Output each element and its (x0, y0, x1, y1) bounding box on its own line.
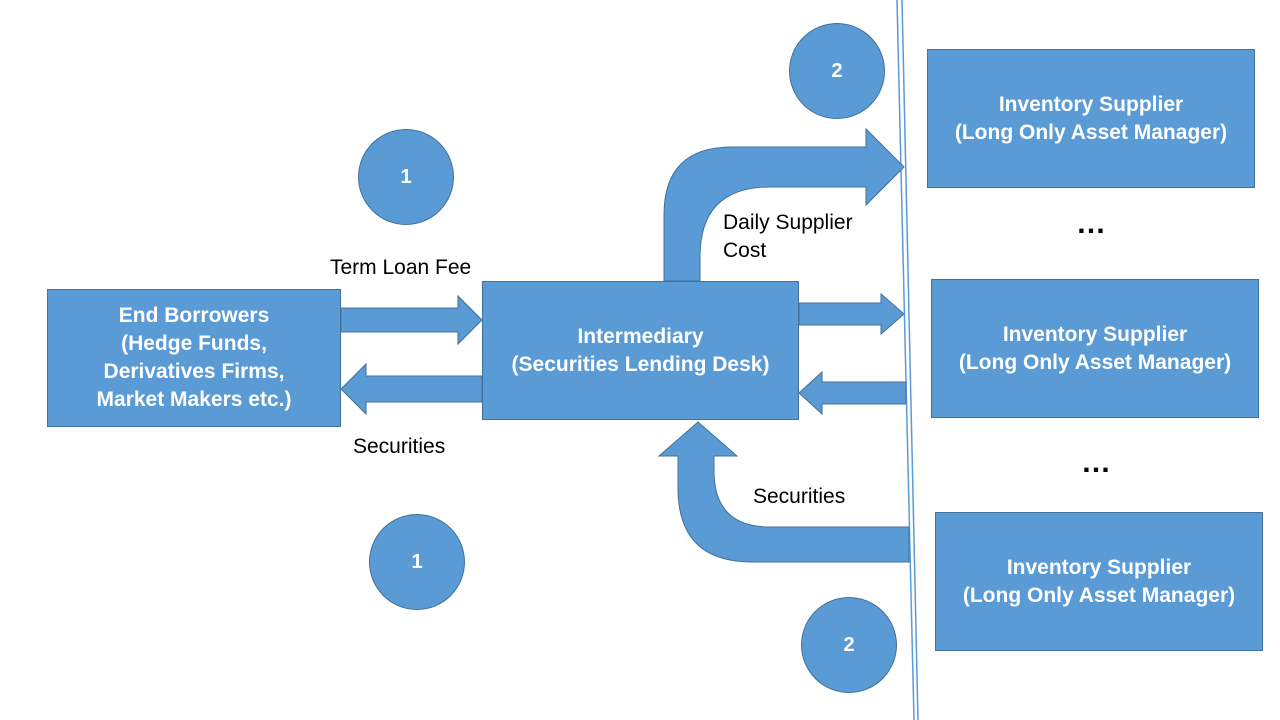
end-borrowers-box: End Borrowers (Hedge Funds, Derivatives … (47, 289, 341, 427)
securities-curved-arrow (657, 421, 910, 563)
intermediary-title: Intermediary (577, 324, 704, 348)
cost-to-supplier-arrow (798, 292, 905, 336)
divider-line (901, 0, 919, 720)
inventory-supplier-box: Inventory Supplier (Long Only Asset Mana… (935, 512, 1263, 651)
step-one-circle: 1 (369, 514, 465, 610)
step-one-circle: 1 (358, 129, 454, 225)
ellipsis-mark: … (1076, 207, 1108, 240)
daily-supplier-cost-label: Cost (723, 239, 767, 262)
end-borrowers-line: (Hedge Funds, (121, 332, 267, 355)
daily-supplier-cost-arrow (663, 127, 905, 282)
ellipsis-mark: … (1081, 446, 1113, 479)
inventory-supplier-box: Inventory Supplier (Long Only Asset Mana… (927, 49, 1255, 188)
intermediary-box: Intermediary (Securities Lending Desk) (482, 281, 799, 420)
supplier-title: Inventory Supplier (1002, 322, 1188, 346)
term-loan-fee-arrow (340, 294, 483, 346)
supplier-title: Inventory Supplier (1006, 555, 1192, 579)
step-two-circle: 2 (789, 23, 885, 119)
securities-to-borrowers-arrow (340, 362, 483, 416)
supplier-subtitle: (Long Only Asset Manager) (962, 583, 1236, 607)
inventory-supplier-box: Inventory Supplier (Long Only Asset Mana… (931, 279, 1259, 418)
end-borrowers-line: Derivatives Firms, (103, 360, 285, 383)
supplier-title: Inventory Supplier (998, 92, 1184, 116)
securities-from-supplier-arrow (798, 370, 907, 416)
securities-label: Securities (353, 435, 446, 458)
daily-supplier-cost-label: Daily Supplier (723, 211, 853, 234)
securities-label: Securities (753, 485, 846, 508)
intermediary-subtitle: (Securities Lending Desk) (511, 352, 770, 376)
supplier-subtitle: (Long Only Asset Manager) (958, 350, 1232, 374)
end-borrowers-line: Market Makers etc.) (96, 388, 292, 411)
supplier-subtitle: (Long Only Asset Manager) (954, 120, 1228, 144)
step-two-circle: 2 (801, 597, 897, 693)
end-borrowers-title: End Borrowers (118, 304, 270, 327)
term-loan-fee-label: Term Loan Fee (330, 256, 472, 279)
divider-line (896, 0, 915, 720)
